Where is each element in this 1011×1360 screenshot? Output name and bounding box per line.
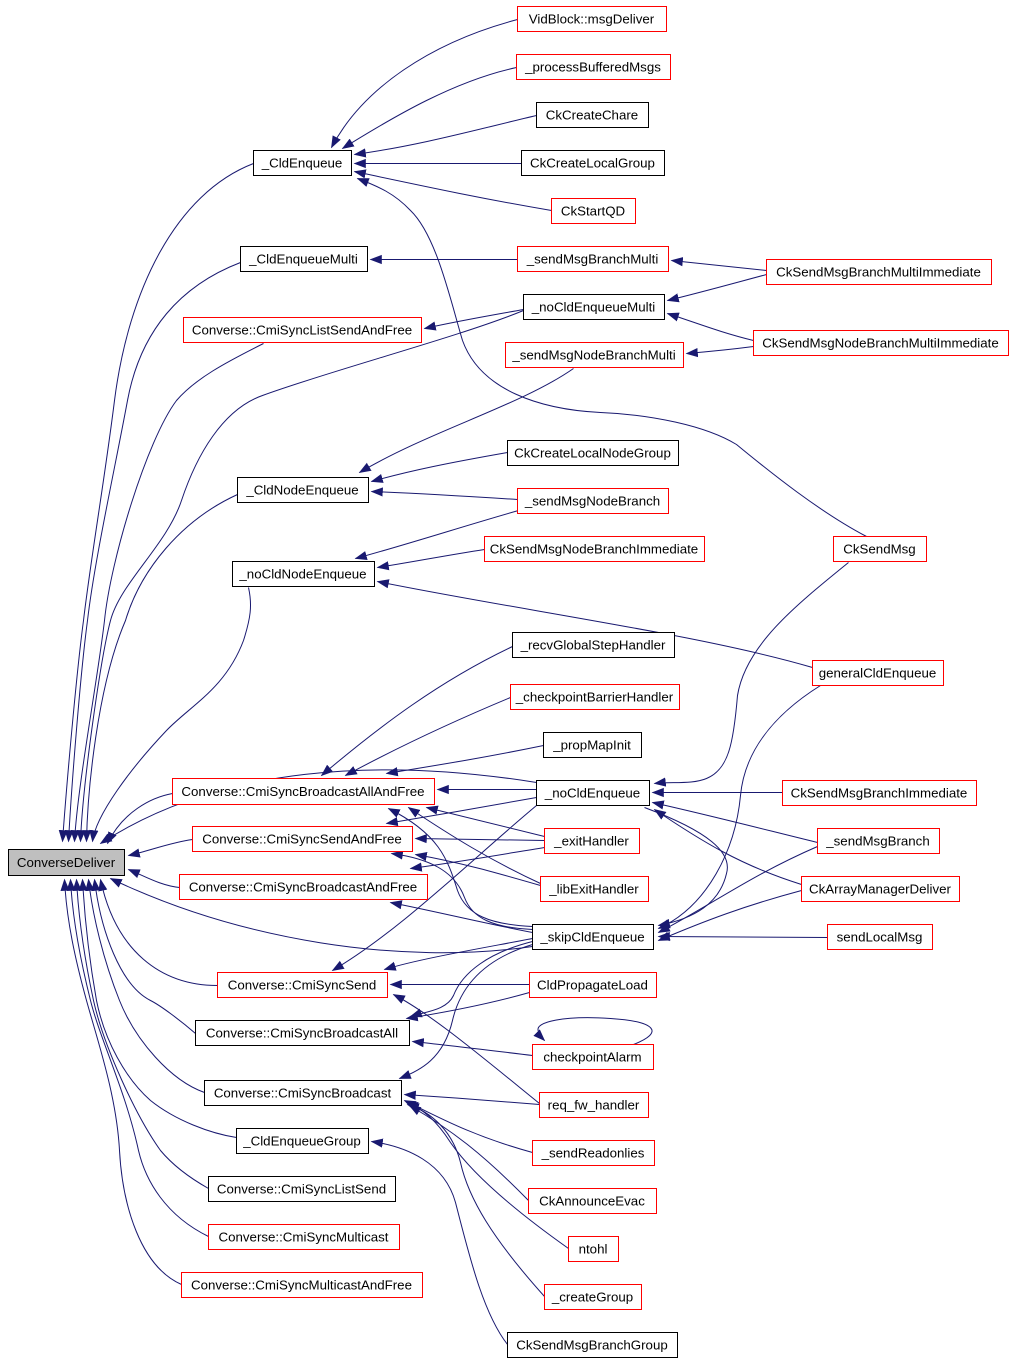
svg-text:CkArrayManagerDeliver: CkArrayManagerDeliver <box>809 881 951 896</box>
svg-text:CkSendMsg: CkSendMsg <box>843 541 915 556</box>
svg-text:Converse::CmiSyncMulticast: Converse::CmiSyncMulticast <box>219 1229 389 1244</box>
svg-text:_noCldNodeEnqueue: _noCldNodeEnqueue <box>238 566 366 581</box>
svg-text:_CldEnqueueGroup: _CldEnqueueGroup <box>242 1133 361 1148</box>
svg-text:req_fw_handler: req_fw_handler <box>548 1097 640 1112</box>
svg-text:Converse::CmiSyncMulticastAndF: Converse::CmiSyncMulticastAndFree <box>191 1277 412 1292</box>
svg-text:Converse::CmiSyncBroadcastAllA: Converse::CmiSyncBroadcastAllAndFree <box>181 784 424 799</box>
svg-text:CkCreateLocalGroup: CkCreateLocalGroup <box>530 155 655 170</box>
svg-text:_noCldEnqueueMulti: _noCldEnqueueMulti <box>531 299 655 314</box>
svg-text:Converse::CmiSyncListSendAndFr: Converse::CmiSyncListSendAndFree <box>192 322 412 337</box>
svg-text:_sendMsgNodeBranch: _sendMsgNodeBranch <box>524 493 660 508</box>
svg-text:_exitHandler: _exitHandler <box>553 833 629 848</box>
svg-text:Converse::CmiSyncBroadcast: Converse::CmiSyncBroadcast <box>214 1085 392 1100</box>
svg-text:generalCldEnqueue: generalCldEnqueue <box>819 665 937 680</box>
svg-text:ConverseDeliver: ConverseDeliver <box>17 855 116 870</box>
svg-text:Converse::CmiSyncSendAndFree: Converse::CmiSyncSendAndFree <box>202 831 402 846</box>
svg-text:CkSendMsgBranchGroup: CkSendMsgBranchGroup <box>516 1337 668 1352</box>
svg-text:_sendReadonlies: _sendReadonlies <box>541 1145 645 1160</box>
svg-text:CkCreateChare: CkCreateChare <box>546 107 638 122</box>
svg-text:_libExitHandler: _libExitHandler <box>548 881 639 896</box>
svg-text:_createGroup: _createGroup <box>551 1289 633 1304</box>
svg-text:_processBufferedMsgs: _processBufferedMsgs <box>524 59 661 74</box>
svg-text:Converse::CmiSyncListSend: Converse::CmiSyncListSend <box>217 1181 386 1196</box>
svg-text:CkAnnounceEvac: CkAnnounceEvac <box>539 1193 645 1208</box>
svg-text:CldPropagateLoad: CldPropagateLoad <box>537 977 648 992</box>
svg-text:_skipCldEnqueue: _skipCldEnqueue <box>539 929 644 944</box>
svg-text:sendLocalMsg: sendLocalMsg <box>837 929 923 944</box>
svg-text:_noCldEnqueue: _noCldEnqueue <box>544 785 640 800</box>
svg-text:_recvGlobalStepHandler: _recvGlobalStepHandler <box>520 637 666 652</box>
svg-text:_CldEnqueue: _CldEnqueue <box>261 155 343 170</box>
svg-text:Converse::CmiSyncSend: Converse::CmiSyncSend <box>228 977 377 992</box>
svg-text:ntohl: ntohl <box>579 1241 608 1256</box>
svg-text:_checkpointBarrierHandler: _checkpointBarrierHandler <box>515 689 674 704</box>
svg-text:VidBlock::msgDeliver: VidBlock::msgDeliver <box>529 11 655 26</box>
svg-text:_propMapInit: _propMapInit <box>552 737 631 752</box>
svg-text:CkStartQD: CkStartQD <box>561 203 625 218</box>
svg-text:_sendMsgBranch: _sendMsgBranch <box>825 833 929 848</box>
svg-text:CkSendMsgNodeBranchMultiImmedi: CkSendMsgNodeBranchMultiImmediate <box>762 335 999 350</box>
svg-text:CkSendMsgNodeBranchImmediate: CkSendMsgNodeBranchImmediate <box>490 541 698 556</box>
svg-text:_sendMsgNodeBranchMulti: _sendMsgNodeBranchMulti <box>511 347 675 362</box>
svg-text:_CldNodeEnqueue: _CldNodeEnqueue <box>245 482 358 497</box>
svg-text:_sendMsgBranchMulti: _sendMsgBranchMulti <box>526 251 659 266</box>
svg-text:CkSendMsgBranchMultiImmediate: CkSendMsgBranchMultiImmediate <box>776 264 981 279</box>
svg-text:Converse::CmiSyncBroadcastAll: Converse::CmiSyncBroadcastAll <box>206 1025 398 1040</box>
svg-text:Converse::CmiSyncBroadcastAndF: Converse::CmiSyncBroadcastAndFree <box>189 879 417 894</box>
svg-text:CkCreateLocalNodeGroup: CkCreateLocalNodeGroup <box>514 445 671 460</box>
svg-text:_CldEnqueueMulti: _CldEnqueueMulti <box>248 251 358 266</box>
svg-text:checkpointAlarm: checkpointAlarm <box>543 1049 641 1064</box>
svg-text:CkSendMsgBranchImmediate: CkSendMsgBranchImmediate <box>791 785 968 800</box>
